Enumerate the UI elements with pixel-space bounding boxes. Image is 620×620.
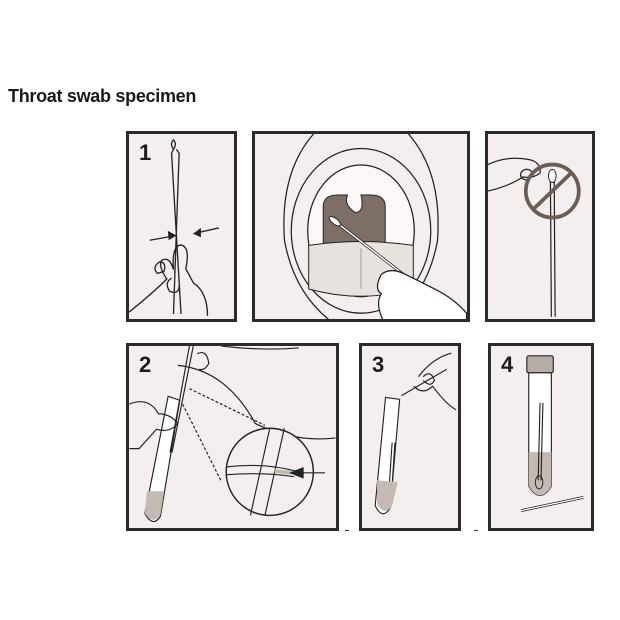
panel-step-4: 4 [488,343,594,531]
tick-mark [345,530,349,531]
cap-tube-illustration [520,355,584,512]
step-number: 1 [139,140,152,165]
insert-swab-illustration [129,346,336,523]
hold-swab-illustration [129,139,220,316]
panel-no-touch [485,131,595,322]
break-swab-illustration [374,352,457,515]
step-number: 2 [139,352,152,377]
panel-mouth [252,131,470,322]
do-not-touch-tip-illustration [488,157,581,317]
tick-mark [474,530,478,531]
step-number: 4 [501,352,514,377]
throat-swab-illustration [283,134,467,319]
panel-step-3: 3 [359,343,461,531]
panel-step-1: 1 [126,131,237,322]
page-title: Throat swab specimen [8,86,197,106]
panel-step-2: 2 [126,343,339,531]
step-number: 3 [372,352,385,377]
